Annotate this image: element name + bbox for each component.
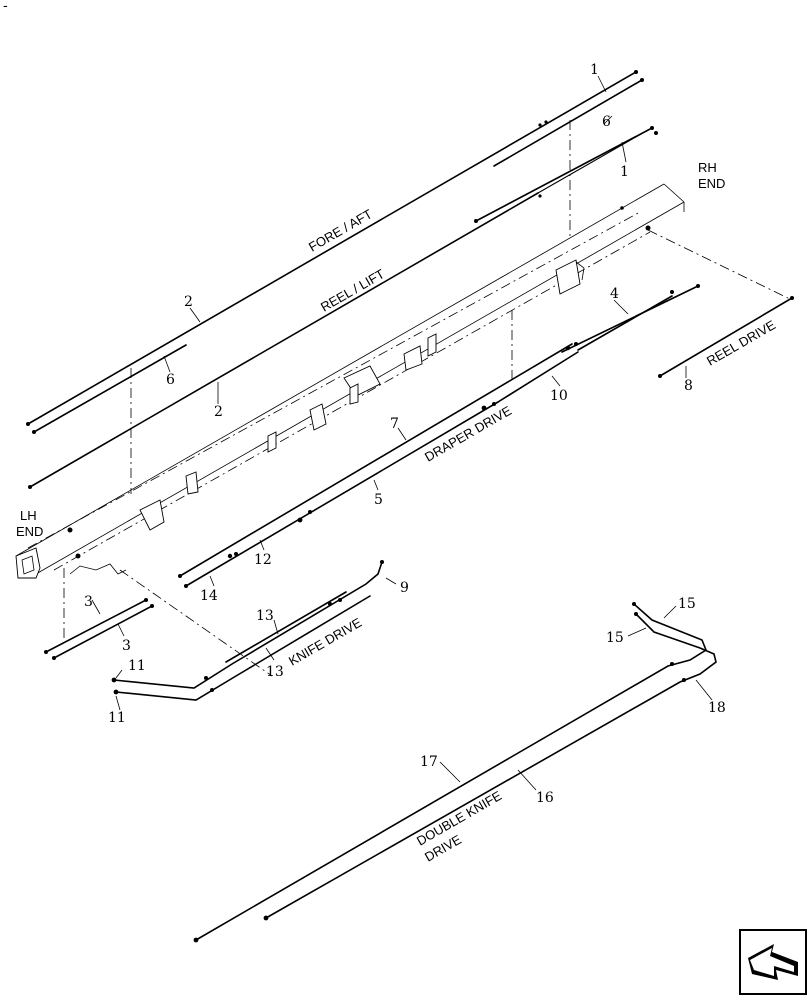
header-beam xyxy=(15,183,685,579)
label-draper-drive: DRAPER DRIVE xyxy=(422,403,514,465)
callout-2b: 2 xyxy=(214,404,223,420)
pipes-3 xyxy=(44,598,154,660)
double-knife-drive-pipes xyxy=(193,602,717,943)
callout-leaders xyxy=(91,75,713,791)
callout-8: 8 xyxy=(684,378,693,394)
lh-end-label-line2: END xyxy=(16,524,43,539)
callout-12: 12 xyxy=(254,552,272,568)
lh-end-label-line1: LH xyxy=(20,508,37,523)
callout-11a: 11 xyxy=(128,658,146,674)
draper-drive-pipes xyxy=(178,284,700,588)
callout-7: 7 xyxy=(390,416,399,432)
callout-6b: 6 xyxy=(166,372,175,388)
label-reel-lift: REEL / LIFT xyxy=(318,266,387,315)
label-fore-aft: FORE / AFT xyxy=(306,206,375,254)
callout-numbers: 1 6 1 2 6 2 4 8 10 7 5 12 14 9 3 3 13 13… xyxy=(84,62,726,806)
callout-14: 14 xyxy=(200,588,218,604)
rh-end-label-line1: RH xyxy=(698,160,717,175)
callout-6a: 6 xyxy=(602,114,611,130)
callout-3b: 3 xyxy=(122,638,131,654)
callout-3a: 3 xyxy=(84,594,93,610)
reel-lift-pipes xyxy=(28,126,658,489)
callout-13a: 13 xyxy=(256,608,274,624)
callout-16: 16 xyxy=(536,790,554,806)
callout-9: 9 xyxy=(400,580,409,596)
callout-2a: 2 xyxy=(184,294,193,310)
callout-15b: 15 xyxy=(606,630,624,646)
callout-11b: 11 xyxy=(108,710,126,726)
reel-drive-pipe xyxy=(658,296,794,378)
callout-17: 17 xyxy=(420,754,438,770)
callout-1a: 1 xyxy=(590,62,599,78)
callout-13b: 13 xyxy=(266,664,284,680)
callout-18: 18 xyxy=(708,700,726,716)
callout-5: 5 xyxy=(374,492,383,508)
callout-10: 10 xyxy=(550,388,568,404)
callout-15a: 15 xyxy=(678,596,696,612)
corner-mark: - xyxy=(3,0,8,14)
rh-end-label-line2: END xyxy=(698,176,725,191)
callout-4: 4 xyxy=(610,286,619,302)
callout-1b: 1 xyxy=(620,164,629,180)
knife-drive-pipes xyxy=(111,560,384,701)
fore-aft-pipes xyxy=(26,70,644,434)
next-page-arrow-icon[interactable] xyxy=(739,929,807,995)
